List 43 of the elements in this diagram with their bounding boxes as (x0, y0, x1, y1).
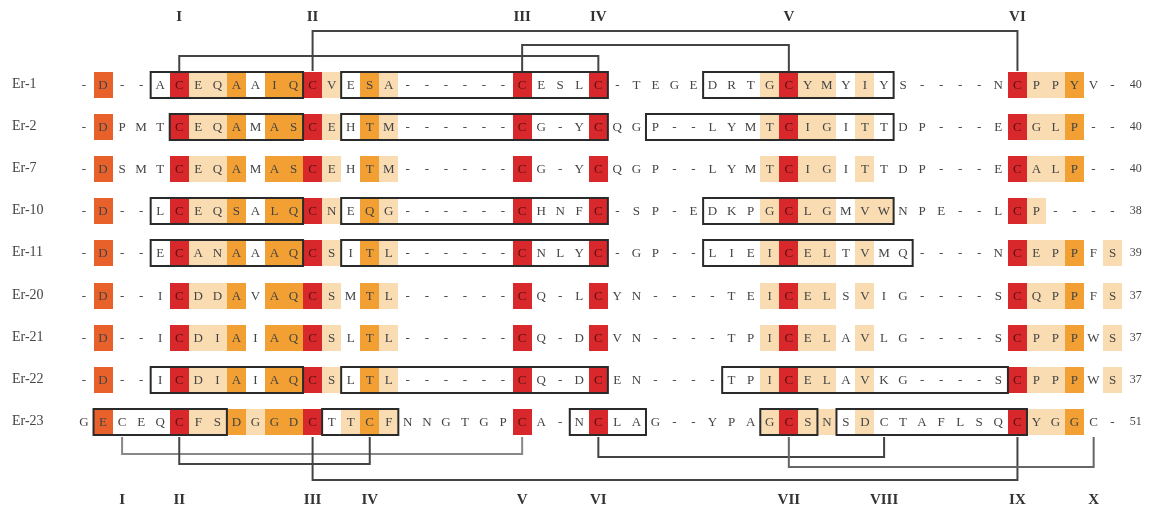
sequence-length: 37 (1129, 330, 1142, 345)
cysteine-numeral: II (173, 491, 186, 508)
sequence-row: - D - - L C E Q S A L Q C N E Q G - - - - - - C H N F C - S P - E D K P G C L G M V W N P E - - L C P - - - - (74, 198, 1123, 224)
sequence-length: 51 (1129, 414, 1142, 429)
sequence-row: - D - - E C A N A A A Q C S I T L - - - - - - C N L Y C - G P - - L I E I C E L T V M Q - - - - N C E P P F S (74, 240, 1123, 266)
cysteine-numeral: X (1088, 491, 1100, 508)
cysteine-numeral: IX (1009, 491, 1026, 508)
sequence-row: - D - - A C E Q A A I Q C V E S A - - - - - - C E S L C - T E G E D R T G C Y M Y I Y S - - - - N C P P Y V - (74, 72, 1123, 98)
sequence-length: 37 (1129, 288, 1142, 303)
sequence-row: - D P M T C E Q A M A S C E H T M - - - - - - C G - Y C Q G P - - L Y M T C I G I T T D P - - - E C G L P - - (74, 114, 1123, 140)
sequence-row: - D - - I C D I A I A Q C S L T L - - - - - - C Q - D C E N - - - - T P I C E L A V K G - - - - S C P P P W S (74, 367, 1123, 393)
cysteine-numeral: II (306, 8, 319, 25)
sequence-length: 37 (1129, 372, 1142, 387)
sequence-length: 40 (1129, 77, 1142, 92)
cysteine-numeral: VI (1009, 8, 1026, 25)
sequence-name: Er-2 (12, 118, 37, 134)
sequence-row: G E C E Q C F S D G G D C T T C F N N G T G P C A - N C L A G - - Y P A G C S N S D C T A F L S Q C Y G G C - (74, 409, 1123, 435)
sequence-name: Er-23 (12, 413, 44, 429)
sequence-row: - D - - I C D I A I A Q C S L T L - - - - - - C Q - D C V N - - - - T P I C E L A V L G - - - - S C P P P W S (74, 325, 1123, 351)
sequence-length: 40 (1129, 161, 1142, 176)
sequence-name: Er-20 (12, 287, 44, 303)
sequence-name: Er-22 (12, 371, 44, 387)
cysteine-numeral: I (176, 8, 183, 25)
cysteine-numeral: VIII (869, 491, 899, 508)
cysteine-numeral: VII (777, 491, 801, 508)
sequence-name: Er-11 (12, 244, 44, 260)
sequence-row: - D S M T C E Q A M A S C E H T M - - - - - - C G - Y C Q G P - - L Y M T C I G I T T D P - - - E C A L P - - (74, 156, 1123, 182)
cysteine-numeral: III (303, 491, 322, 508)
sequence-length: 39 (1129, 245, 1142, 260)
sequence-name: Er-10 (12, 202, 44, 218)
cysteine-numeral: IV (590, 8, 607, 25)
cysteine-numeral: V (516, 491, 528, 508)
sequence-length: 40 (1129, 119, 1142, 134)
cysteine-numeral: III (513, 8, 531, 25)
sequence-name: Er-1 (12, 76, 37, 92)
sequence-name: Er-21 (12, 329, 44, 345)
sequence-length: 38 (1129, 203, 1142, 218)
cysteine-numeral: VI (590, 491, 607, 508)
sequence-row: - D - - I C D D A V A Q C S M T L - - - - - - C Q - L C Y N - - - - T E I C E L S V I G - - - - S C Q P P F S (74, 283, 1123, 309)
cysteine-numeral: V (783, 8, 795, 25)
sequence-name: Er-7 (12, 160, 37, 176)
cysteine-numeral: IV (361, 491, 379, 508)
cysteine-numeral: I (119, 491, 125, 508)
